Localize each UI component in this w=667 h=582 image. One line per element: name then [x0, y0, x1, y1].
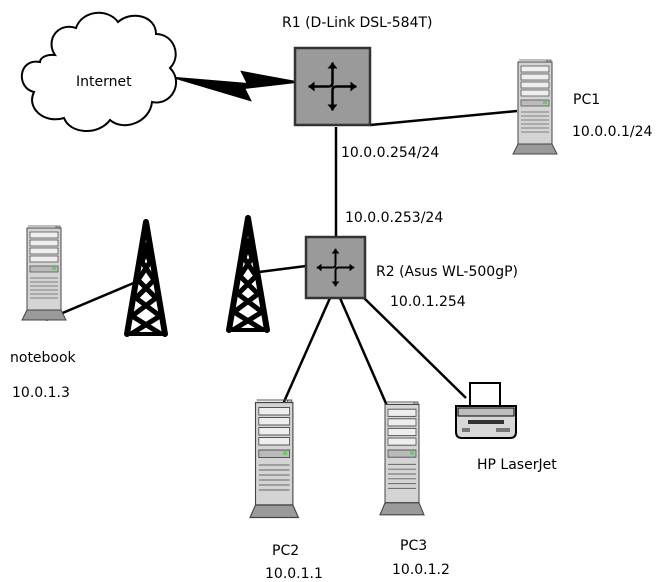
host-pc2: PC2 10.0.1.1: [249, 399, 323, 582]
r1-label: R1 (D-Link DSL-584T): [282, 15, 433, 31]
host-notebook: notebook 10.0.1.3: [10, 225, 77, 401]
pc-tower-icon: [379, 401, 425, 516]
link-r2-antenna: [258, 264, 307, 274]
notebook-label: notebook: [10, 350, 77, 366]
printer-label: HP LaserJet: [477, 457, 557, 473]
router-icon: [304, 235, 367, 300]
pc1-label: PC1: [573, 92, 600, 108]
link-internet-r1: [175, 70, 297, 102]
cloud-icon: [20, 12, 177, 133]
pc-tower-icon: [21, 225, 67, 321]
r2-ip: 10.0.1.254: [390, 294, 466, 310]
antenna-icon: [127, 222, 165, 334]
pc3-label: PC3: [400, 538, 427, 554]
host-pc1: PC1 10.0.0.1/24: [512, 59, 653, 155]
router-icon: [293, 46, 372, 127]
cloud-label: Internet: [76, 74, 132, 90]
link-r1-pc1: [369, 109, 518, 127]
pc3-ip: 10.0.1.2: [392, 562, 450, 578]
r2-label: R2 (Asus WL-500gP): [376, 264, 518, 280]
r2-upstream-ip: 10.0.0.253/24: [345, 210, 443, 226]
router-r1: R1 (D-Link DSL-584T) 10.0.0.254/24: [282, 15, 439, 161]
antenna-icon: [229, 218, 267, 330]
pc-tower-icon: [249, 399, 300, 519]
link-r2-printer: [363, 297, 467, 399]
host-printer: HP LaserJet: [455, 382, 557, 473]
r1-ip: 10.0.0.254/24: [341, 145, 439, 161]
pc2-ip: 10.0.1.1: [265, 566, 323, 582]
router-r2: 10.0.0.253/24 R2 (Asus WL-500gP) 10.0.1.…: [304, 210, 518, 310]
links: [45, 70, 518, 409]
pc-tower-icon: [512, 59, 558, 155]
printer-icon: [455, 382, 517, 439]
internet-cloud: Internet: [20, 12, 177, 133]
link-r2-pc3: [338, 297, 390, 409]
notebook-ip: 10.0.1.3: [12, 385, 70, 401]
link-r2-pc2: [281, 297, 332, 405]
pc2-label: PC2: [272, 543, 299, 559]
pc1-ip: 10.0.0.1/24: [572, 124, 653, 140]
host-pc3: PC3 10.0.1.2: [379, 401, 450, 578]
